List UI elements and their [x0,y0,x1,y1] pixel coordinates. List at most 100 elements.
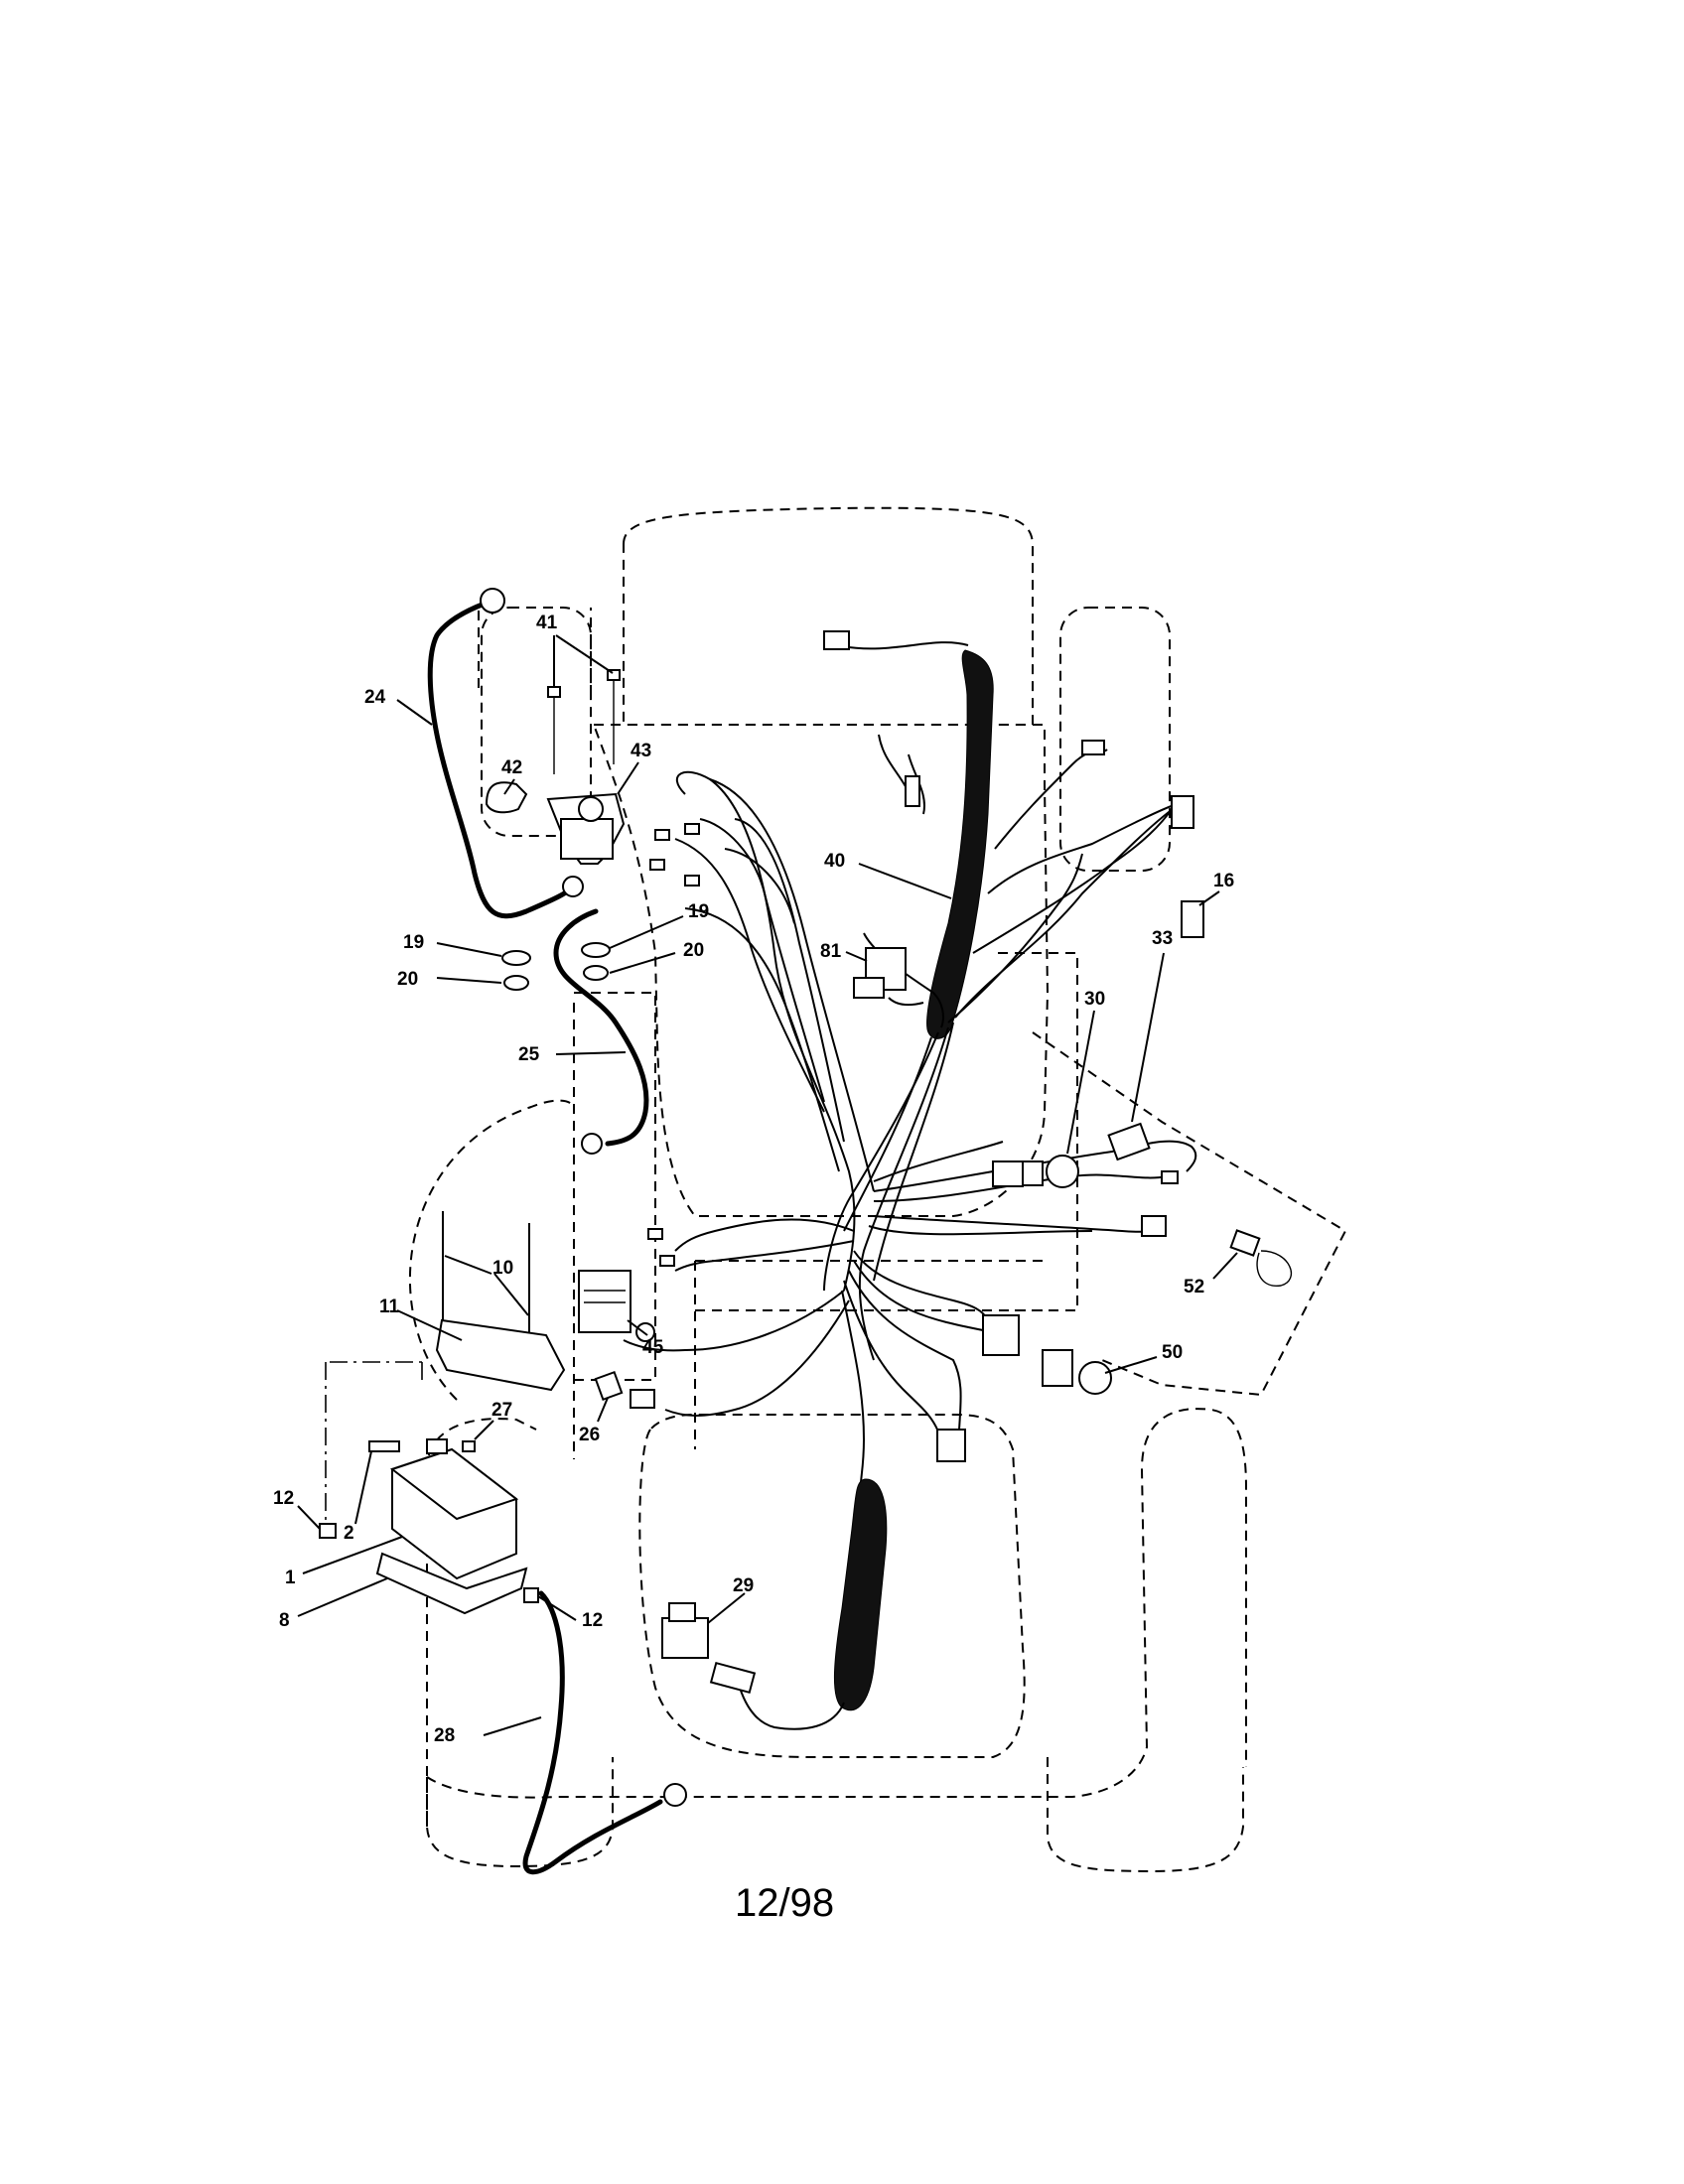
cable-eyelet-icon [635,1322,655,1342]
fuse-holder [630,1389,655,1409]
knob-50-cap [1078,1361,1112,1395]
switch-16-icon [1181,900,1204,938]
bolt-head [547,686,561,698]
cable-28 [522,1590,663,1875]
nut-12-icon [523,1587,539,1603]
meter-45-icon [578,1270,632,1333]
leader-8 [297,1577,388,1617]
callout-24: 24 [364,687,386,708]
callout-10: 10 [492,1258,513,1279]
leader-28 [483,1716,542,1736]
rear-body-outline [426,1408,1247,1799]
connector [647,1228,663,1240]
harness-wire [724,848,795,924]
battery-tray-icon [375,1552,528,1615]
harness-wire [853,1260,984,1331]
callout-20a: 20 [397,969,418,990]
switch-33 [1107,1122,1151,1161]
harness-wire [739,1687,845,1730]
hood-outline [623,506,1034,726]
leader-10 [444,1255,492,1275]
clamp-27-icon [426,1438,448,1454]
connector [1081,740,1105,755]
harness-wire [848,1270,962,1431]
leader-19b [609,915,684,949]
callout-12b: 12 [582,1610,603,1631]
leader-25 [555,1051,627,1055]
connector [709,1661,757,1695]
harness-wire [676,770,856,1292]
front-wheel-right-outline [1059,607,1171,872]
callout-81: 81 [820,941,842,962]
harness-wire [623,1290,845,1352]
leader-33 [1131,952,1165,1123]
left-fender-arc-outline [408,1099,575,1401]
leader-52 [1212,1252,1238,1280]
harness-wire [664,1299,850,1417]
washer-19 [501,950,531,966]
callout-28: 28 [434,1725,455,1746]
leader-43 [617,761,639,795]
leader-19a [436,942,502,957]
nut-20 [583,965,609,981]
harness-wire [674,1240,855,1272]
leader-42 [503,778,515,795]
hold-down-bracket-icon [435,1318,566,1392]
leader-16 [1198,890,1220,906]
harness-wire [868,1225,1093,1236]
connectors-lower [647,1160,1179,1462]
harness-wire [843,1036,932,1232]
callout-20b: 20 [683,940,704,961]
harness-wire [858,1026,949,1361]
fuse-26-icon [594,1370,624,1402]
leader-lines [297,634,1238,1736]
cable-eyelet-icon [581,1133,603,1155]
battery-cables [427,588,687,1875]
connector [654,829,670,841]
seat-deck-outline [638,1414,1026,1758]
harness-wire [873,1215,1163,1233]
mid-frame-lines [573,1003,1043,1459]
connector [659,1255,675,1267]
cable-24 [427,601,574,919]
harness-wire [994,749,1108,850]
cable-25 [553,908,649,1147]
callout-42: 42 [501,757,522,778]
leader-45 [627,1319,648,1336]
leader-27 [474,1420,494,1440]
harness-wire [954,805,1178,1019]
harness-wire [841,641,969,650]
callout-8: 8 [279,1610,290,1631]
callout-30: 30 [1084,989,1105,1010]
knob-50-icon [1042,1349,1073,1387]
callout-27: 27 [491,1400,512,1421]
connector [936,1429,966,1462]
leader-50 [1104,1356,1158,1374]
callout-2: 2 [344,1523,354,1544]
leader-11 [396,1309,463,1341]
solenoid-terminal [578,796,604,822]
meter-45 [578,1270,655,1342]
washer-19 [581,942,611,958]
nut-12-icon [319,1523,337,1539]
switch-29-cap [668,1602,696,1622]
tag-52-icon [1229,1229,1261,1257]
solenoid [485,669,626,991]
solenoid-zone-outline [478,608,592,695]
callout-19a: 19 [403,932,424,953]
leader-20b [609,952,676,974]
harness-wire [888,997,924,1007]
callout-50: 50 [1162,1342,1183,1363]
tractor-outline [325,506,1347,1873]
rear-wheel-left-outline [426,1757,614,1868]
hood-body-outline [592,724,1050,1217]
callout-11: 11 [379,1297,400,1317]
ignition-switch-icon [1046,1155,1079,1188]
bolt-2-icon [368,1440,400,1452]
wire-harness [623,641,1197,1730]
harness-wire [674,1218,855,1252]
tag-loop [1256,1250,1292,1287]
leader-12b [537,1595,577,1621]
callout-12a: 12 [273,1488,294,1509]
